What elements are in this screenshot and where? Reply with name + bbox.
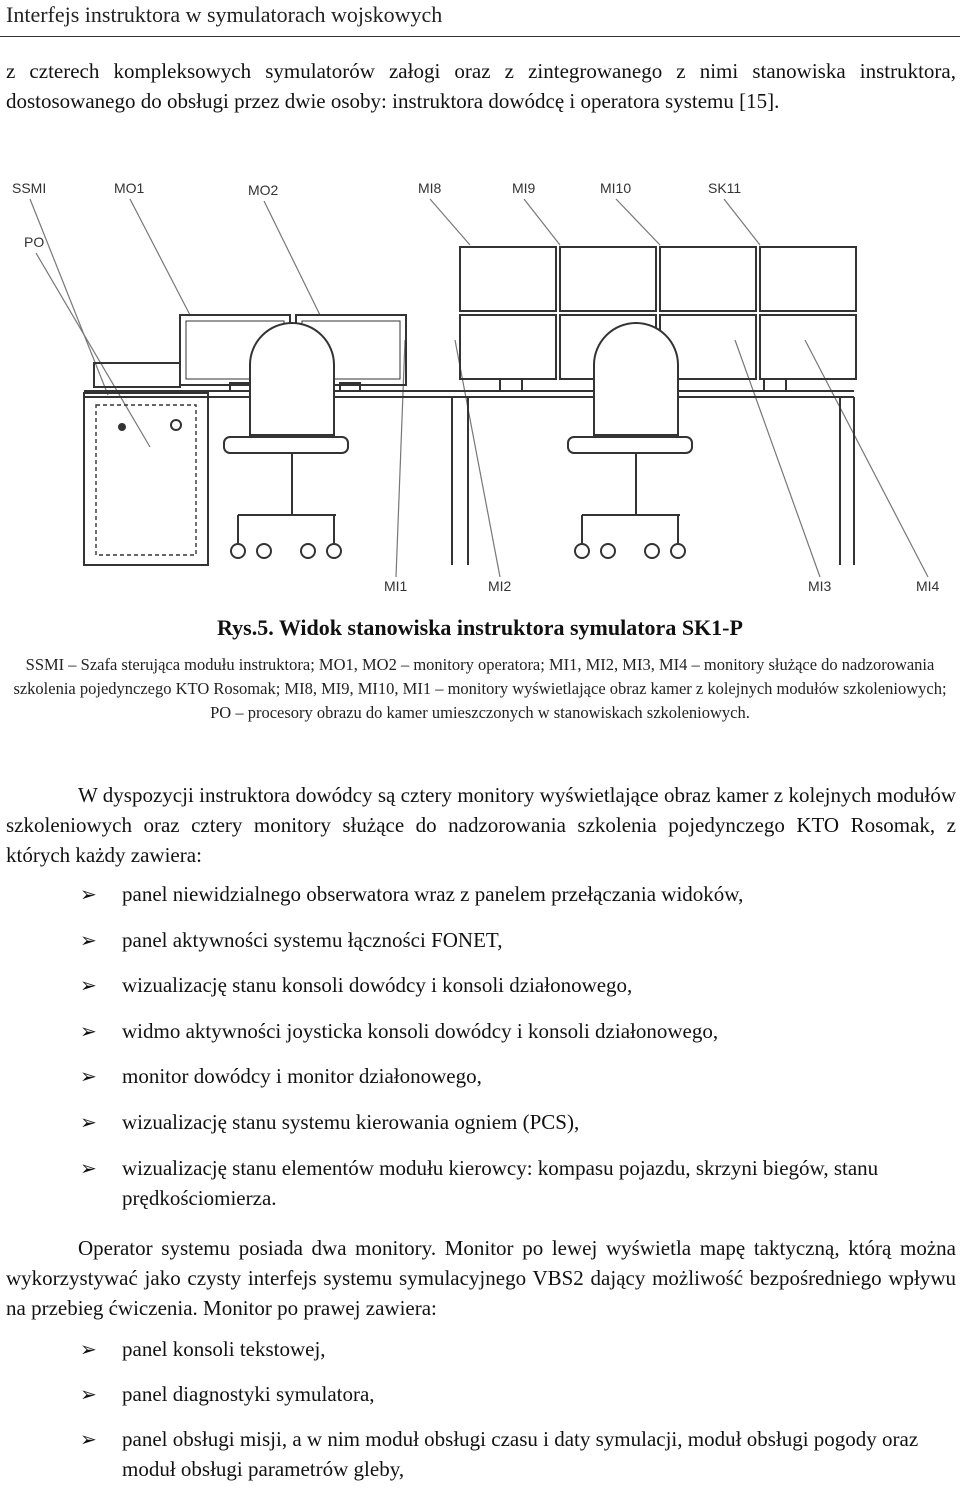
list-item: ➢panel obsługi misji, a w nim moduł obsł…: [0, 1424, 960, 1481]
bullet-arrow-icon: ➢: [80, 1155, 97, 1180]
label-mi10: MI10: [600, 180, 631, 196]
list-item: ➢wizualizację stanu systemu kierowania o…: [0, 1107, 960, 1153]
desk: [84, 390, 855, 566]
running-header-title: Interfejs instruktora w symulatorach woj…: [6, 2, 443, 27]
figure-caption-text: SSMI – Szafa sterująca modułu instruktor…: [13, 655, 947, 722]
paragraph-operator-monitors: Operator systemu posiada dwa monitory. M…: [6, 1236, 956, 1320]
figure-caption-title: Rys.5. Widok stanowiska instruktora symu…: [217, 615, 743, 640]
list-item: ➢widmo aktywności joysticka konsoli dowó…: [0, 1016, 960, 1062]
ssmi-cabinet: [83, 362, 209, 566]
label-mo2: MO2: [248, 182, 279, 198]
label-mi8: MI8: [418, 180, 442, 196]
chair-right: [567, 322, 693, 559]
page-header: Interfejs instruktora w symulatorach woj…: [0, 0, 960, 37]
bullet-arrow-icon: ➢: [80, 1064, 97, 1089]
label-mi4: MI4: [916, 578, 940, 594]
label-mi1: MI1: [384, 578, 408, 594]
list-item: ➢panel konsoli tekstowej,: [0, 1334, 960, 1379]
bullet-arrow-icon: ➢: [80, 1109, 97, 1134]
label-mo1: MO1: [114, 180, 145, 196]
list-item: ➢panel niewidzialnego obserwatora wraz z…: [0, 879, 960, 925]
chair-left: [223, 322, 349, 559]
label-mi3: MI3: [808, 578, 832, 594]
list-item: ➢monitor dowódcy i monitor działonowego,: [0, 1061, 960, 1107]
list-monitor-contents: ➢panel niewidzialnego obserwatora wraz z…: [0, 879, 960, 1229]
label-po: PO: [24, 234, 44, 250]
bullet-arrow-icon: ➢: [80, 1382, 97, 1406]
list-item: ➢wizualizację stanu konsoli dowódcy i ko…: [0, 970, 960, 1016]
list-item: ➢wizualizację stanu elementów modułu kie…: [0, 1153, 960, 1229]
list-right-monitor-contents: ➢panel konsoli tekstowej, ➢panel diagnos…: [0, 1334, 960, 1481]
label-mi2: MI2: [488, 578, 512, 594]
bullet-arrow-icon: ➢: [80, 882, 97, 906]
intro-paragraph: z czterech kompleksowych symulatorów zał…: [6, 59, 956, 113]
bullet-arrow-icon: ➢: [80, 1018, 97, 1043]
list-item: ➢panel aktywności systemu łączności FONE…: [0, 925, 960, 971]
label-mi9: MI9: [512, 180, 536, 196]
list-item: ➢panel diagnostyki symulatora,: [0, 1379, 960, 1424]
label-ssmi: SSMI: [12, 180, 46, 196]
bullet-arrow-icon: ➢: [80, 1427, 97, 1451]
bullet-arrow-icon: ➢: [80, 927, 97, 952]
bullet-arrow-icon: ➢: [80, 1337, 97, 1361]
station-diagram: SSMI PO MO1 MO2 MI8 MI9 MI10 SK11 MI1 MI…: [12, 180, 940, 594]
bullet-arrow-icon: ➢: [80, 973, 97, 998]
figure-instructor-station: SSMI PO MO1 MO2 MI8 MI9 MI10 SK11 MI1 MI…: [0, 165, 960, 610]
label-mi11: SK11: [708, 180, 741, 196]
paragraph-instructor-monitors: W dyspozycji instruktora dowódcy są czte…: [6, 783, 956, 867]
